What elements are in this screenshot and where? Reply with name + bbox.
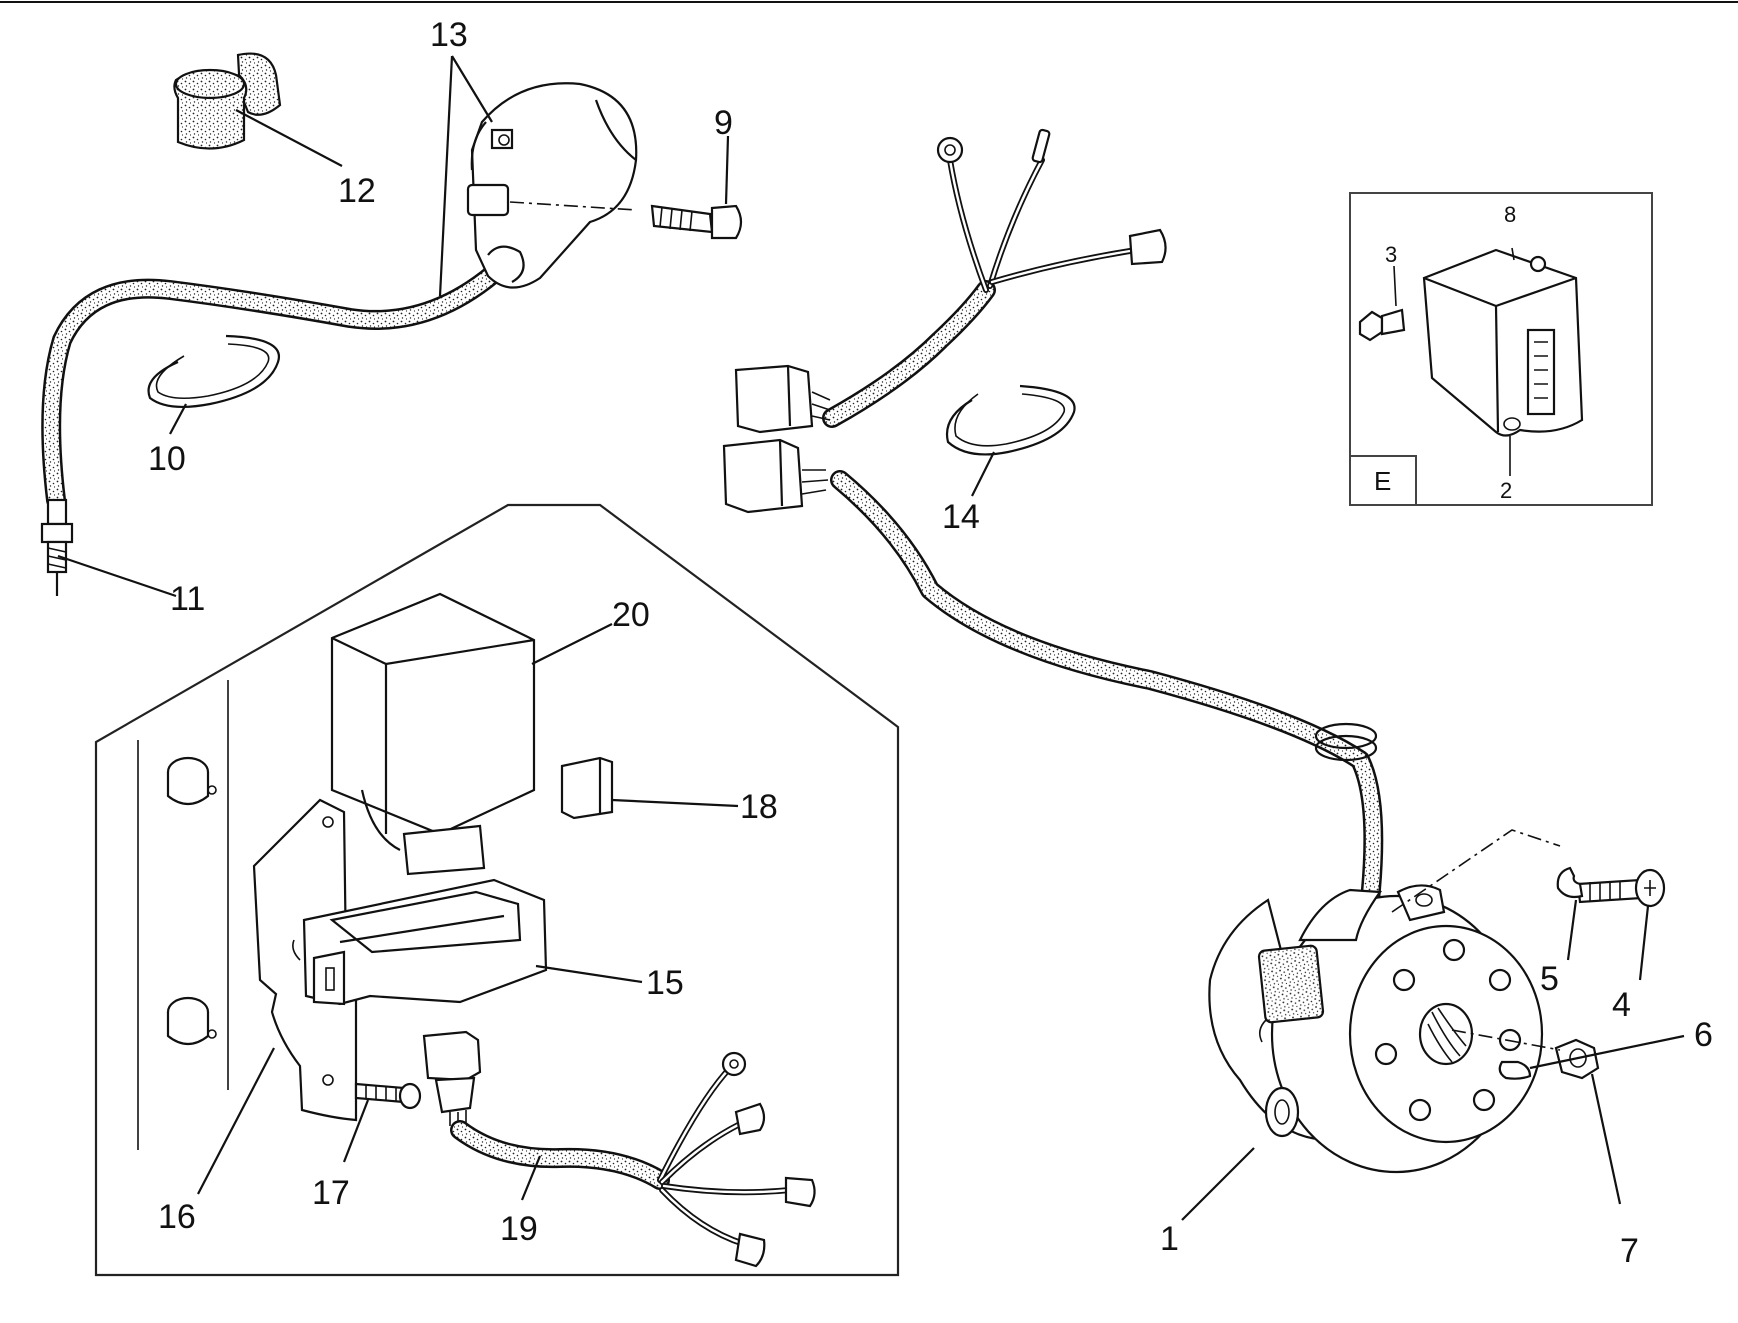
part-19-wiring-harness — [422, 1030, 816, 1268]
lower-inset-panel — [94, 503, 900, 1277]
callout-6: 6 — [1694, 1016, 1713, 1054]
inset-e-panel — [1349, 192, 1653, 506]
callout-5: 5 — [1540, 960, 1559, 998]
callout-19: 19 — [500, 1210, 538, 1248]
callout-labels: 1 2 3 4 5 6 7 8 9 10 11 12 13 14 15 16 1… — [148, 16, 1713, 1270]
part-1-stator-assembly — [1208, 884, 1544, 1174]
callout-17: 17 — [312, 1174, 350, 1212]
callout-15: 15 — [646, 964, 684, 1002]
inset-e-label: E — [1374, 466, 1391, 496]
part-20-control-unit — [330, 592, 536, 876]
part-18-block — [560, 756, 614, 820]
callout-1: 1 — [1160, 1220, 1179, 1258]
callout-9: 9 — [714, 104, 733, 142]
callout-20: 20 — [612, 596, 650, 634]
part-12-spark-plug-cap — [173, 52, 282, 150]
part-6-key — [1498, 1060, 1532, 1080]
callout-16: 16 — [158, 1198, 196, 1236]
callout-4: 4 — [1612, 986, 1631, 1024]
leader-lines — [57, 55, 1685, 1221]
callout-12: 12 — [338, 172, 376, 210]
part-5-washer — [1556, 866, 1584, 899]
callout-14: 14 — [942, 498, 980, 536]
callout-8: 8 — [1504, 202, 1516, 227]
callout-18: 18 — [740, 788, 778, 826]
main-wiring-harness — [822, 128, 1384, 910]
callout-13: 13 — [430, 16, 468, 54]
part-14-cable-clip — [945, 384, 1076, 456]
part-4-screw — [1576, 868, 1666, 908]
callout-11: 11 — [170, 580, 205, 618]
alignment-line-coil — [509, 201, 637, 211]
callout-2: 2 — [1500, 478, 1512, 503]
part-9-screw — [650, 204, 743, 240]
alignment-line-upper — [1391, 829, 1561, 913]
part-10-cable-clip — [147, 334, 281, 409]
harness-connector-block — [722, 364, 831, 514]
part-11-spark-plug — [40, 498, 74, 596]
part-15-holder — [302, 878, 548, 1006]
callout-3: 3 — [1385, 242, 1397, 267]
callout-10: 10 — [148, 440, 186, 478]
part-17-screw — [354, 1082, 422, 1110]
alignment-line-lower — [1451, 1029, 1561, 1051]
callout-7: 7 — [1620, 1232, 1639, 1270]
part-13-ignition-coil — [41, 82, 638, 510]
